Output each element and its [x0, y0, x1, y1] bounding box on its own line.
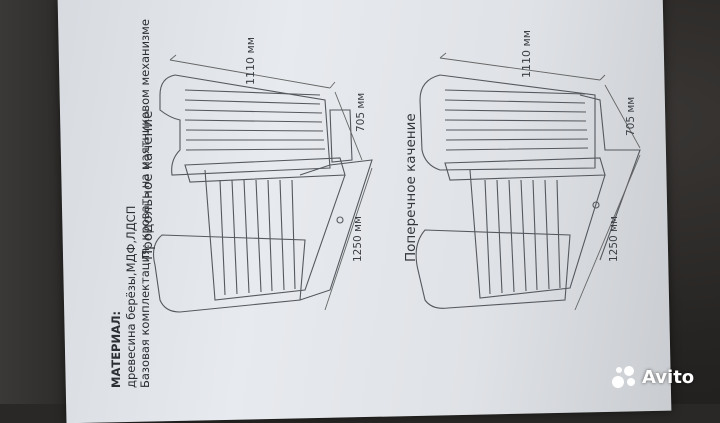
crib-right-dim-width-line: [604, 84, 641, 149]
crib-left-front-rail: [204, 169, 346, 301]
crib-right-dim-diag-line: [574, 154, 641, 311]
crib-left-upper-slats: [184, 89, 326, 151]
crib-left-lower-slats: [219, 179, 296, 296]
crib-right-headboard: [419, 74, 596, 171]
crib-drawings: [153, 52, 641, 313]
crib-left-pendulum: [329, 109, 353, 163]
crib-left-drawing: [153, 54, 373, 313]
crib-right-dim-length: 1110 мм: [520, 29, 533, 78]
crib-left-knob: [336, 216, 344, 224]
avito-watermark: Avito: [612, 364, 694, 390]
crib-right-knob: [592, 201, 600, 209]
crib-left-dim-length-line: [169, 54, 336, 89]
material-heading: МАТЕРИАЛ:: [109, 310, 123, 388]
crib-left-title: Продольное качение: [140, 110, 156, 260]
crib-right-title: Поперечное качение: [403, 113, 419, 262]
material-line-1: древесина берёзы,МДФ,ЛДСП: [124, 205, 138, 388]
crib-left-footboard: [153, 234, 306, 313]
crib-left-dim-diag-line: [324, 167, 373, 311]
crib-right-dim-length-line: [439, 52, 606, 81]
avito-watermark-label: Avito: [642, 366, 695, 388]
avito-dots-icon: [612, 364, 638, 390]
crib-right-upper-slats: [444, 89, 589, 151]
crib-left-dim-diagonal: 1250 мм: [352, 216, 364, 262]
crib-left-base: [299, 159, 373, 301]
crib-right-dim-width: 705 мм: [625, 96, 637, 136]
crib-right-footboard: [415, 229, 571, 309]
crib-right-lower-slats: [484, 179, 561, 295]
crib-left-dim-length: 1110 мм: [244, 36, 257, 85]
crib-left-side-rail: [184, 157, 346, 183]
crib-right-drawing: [415, 52, 641, 311]
crib-left-dim-width-line: [334, 91, 363, 161]
crib-right-front-rail: [469, 169, 606, 299]
crib-right-dim-diagonal: 1250 мм: [608, 216, 620, 262]
crib-left-headboard: [159, 74, 331, 176]
crib-left-dim-width: 705 мм: [355, 92, 367, 132]
